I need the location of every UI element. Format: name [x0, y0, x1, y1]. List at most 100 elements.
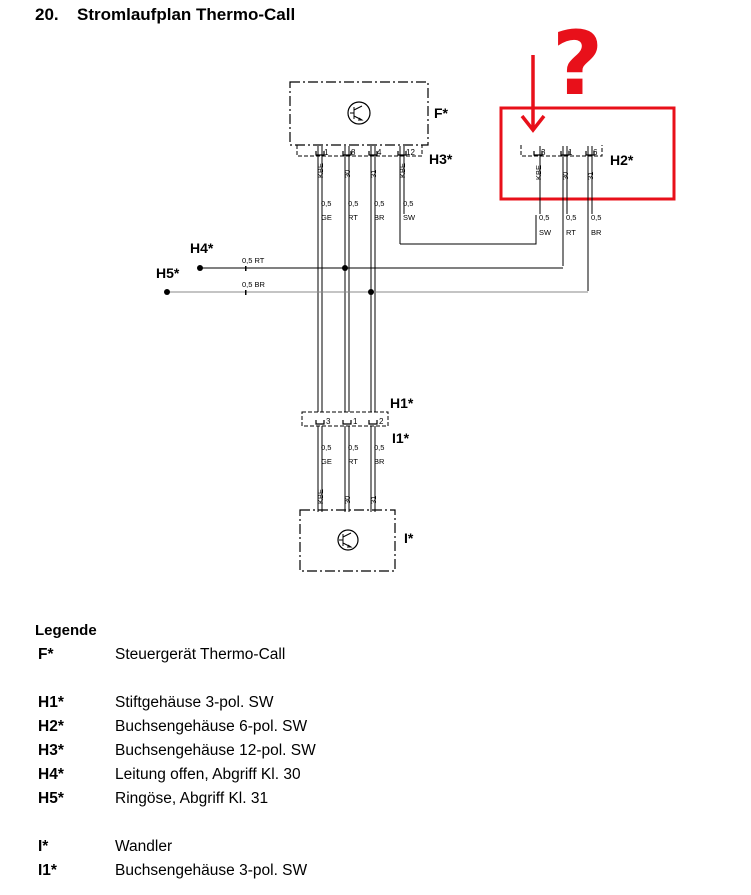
- legend-code: H2*: [38, 718, 64, 735]
- connector-h2-wire-label: 30: [561, 172, 570, 180]
- legend-row: H5*Ringöse, Abgriff Kl. 31: [35, 790, 735, 814]
- connector-h2-cross-section: 0,5: [566, 213, 576, 222]
- connector-h1-cross-section: 0,5: [374, 443, 384, 452]
- connector-h3-wire-label: 31: [369, 170, 378, 178]
- connector-h2-wire-color: SW: [539, 228, 552, 237]
- connector-h1-cross-section: 0,5: [321, 443, 331, 452]
- connector-h3-wire-color: SW: [403, 213, 416, 222]
- legend-description: Buchsengehäuse 12-pol. SW: [115, 742, 316, 759]
- connector-h3-cross-section: 0,5: [348, 199, 358, 208]
- converter-i-wire-label: 31: [369, 496, 378, 504]
- connector-h2-pin: [533, 151, 543, 156]
- connector-h3-wire-label: KBE: [398, 163, 407, 178]
- connector-h1-pin-number: 1: [353, 417, 358, 426]
- connector-h3-wire-color: BR: [374, 213, 385, 222]
- cable-splices: [245, 266, 247, 295]
- label-h5: H5*: [156, 265, 180, 281]
- legend-code: H3*: [38, 742, 64, 759]
- converter-i-wire-label: KBE: [316, 489, 325, 504]
- legend-code: H4*: [38, 766, 64, 783]
- connector-h1-pin-number: 3: [326, 417, 331, 426]
- label-i: I*: [404, 530, 414, 546]
- connector-h3-pin-number: 8: [351, 148, 356, 157]
- connector-h2-pin-number: 6: [593, 148, 598, 157]
- connector-h1-pin: [368, 420, 378, 425]
- converter-transistor-icon: [337, 529, 359, 551]
- legend-description: Stiftgehäuse 3-pol. SW: [115, 694, 274, 711]
- connector-h3-cross-section: 0,5: [403, 199, 413, 208]
- connector-h2-wire-color: RT: [566, 228, 576, 237]
- connector-h1-cross-section: 0,5: [348, 443, 358, 452]
- connector-h3-pin-number: 4: [377, 148, 382, 157]
- legend-description: Leitung offen, Abgriff Kl. 30: [115, 766, 301, 783]
- line-h4-spec: 0,5 RT: [242, 256, 265, 265]
- connector-h2-pin: [560, 151, 570, 156]
- line-h5-spec: 0,5 BR: [242, 280, 266, 289]
- legend-spacer: [35, 814, 735, 838]
- legend-description: Wandler: [115, 838, 173, 855]
- connector-h1-outline: [301, 411, 389, 427]
- section-number: 20.: [35, 5, 59, 24]
- connector-h1-pin: [315, 420, 325, 425]
- connector-h1-wire-color: GE: [321, 457, 332, 466]
- page-title: 20. Stromlaufplan Thermo-Call: [35, 5, 295, 25]
- label-h2: H2*: [610, 152, 634, 168]
- legend-row: H4* Leitung offen, Abgriff Kl. 30: [35, 766, 735, 790]
- label-h3: H3*: [429, 151, 453, 167]
- converter-i-box: [299, 509, 396, 572]
- connector-h3-outline: [296, 145, 423, 157]
- legend-row: H1* Stiftgehäuse 3-pol. SW: [35, 694, 735, 718]
- connector-h2-wire-label: 31: [586, 172, 595, 180]
- connector-h2-outline: [520, 145, 603, 157]
- label-h1: H1*: [390, 395, 414, 411]
- connector-h3-cross-section: 0,5: [321, 199, 331, 208]
- legend-row: H3* Buchsengehäuse 12-pol. SW: [35, 742, 735, 766]
- label-i1: I1*: [392, 430, 410, 446]
- legend-description: Buchsengehäuse 6-pol. SW: [115, 718, 308, 735]
- legend-row: H2* Buchsengehäuse 6-pol. SW: [35, 718, 735, 742]
- legend-title: Legende: [35, 622, 97, 639]
- legend-description: Buchsengehäuse 3-pol. SW: [115, 862, 308, 879]
- connector-h1-pin: [342, 420, 352, 425]
- legend-code: H1*: [38, 694, 64, 711]
- connector-h2-pin: [585, 151, 595, 156]
- legend-code: I*: [38, 838, 49, 855]
- legend-spacer: [35, 670, 735, 694]
- label-h4: H4*: [190, 240, 214, 256]
- control-unit-f-box: [289, 81, 429, 146]
- wires-main: [167, 146, 593, 512]
- junction-dots: [164, 265, 374, 295]
- connector-h2-wire-color: BR: [591, 228, 602, 237]
- legend-code: I1*: [38, 862, 57, 879]
- legend-code: F*: [38, 646, 54, 663]
- label-f: F*: [434, 105, 449, 121]
- annotation-arrow-icon: [520, 55, 546, 133]
- legend-description: Ringöse, Abgriff Kl. 31: [115, 790, 269, 807]
- transistor-icon: [347, 101, 371, 125]
- legend-description: Steuergerät Thermo-Call: [115, 646, 286, 663]
- connector-h1-wire-color: BR: [374, 457, 385, 466]
- connector-h3-wire-color: RT: [348, 213, 358, 222]
- connector-h3-pin: [397, 151, 407, 156]
- converter-i-wire-label: 30: [343, 496, 352, 504]
- section-title: Stromlaufplan Thermo-Call: [77, 5, 296, 24]
- connector-h3-pin-number: 12: [406, 148, 415, 157]
- wiring-diagram: F* H3* H2* ?: [156, 12, 676, 572]
- connector-h2-cross-section: 0,5: [591, 213, 601, 222]
- connector-h3-wire-label: KBE: [316, 163, 325, 178]
- connector-h2-cross-section: 0,5: [539, 213, 549, 222]
- connector-h3-wire-color: GE: [321, 213, 332, 222]
- connector-h2-pin-number: 3: [541, 148, 546, 157]
- connector-h2-wire-label: KBE: [534, 165, 543, 180]
- legend-row: I* Wandler: [35, 838, 735, 862]
- connector-h3-pin: [315, 151, 325, 156]
- connector-h3-pin: [368, 151, 378, 156]
- legend-row: I1* Buchsengehäuse 3-pol. SW: [35, 862, 735, 886]
- connector-h2-pin-number: 1: [568, 148, 573, 157]
- connector-h3-pin: [342, 151, 352, 156]
- connector-h1-wire-color: RT: [348, 457, 358, 466]
- connector-h3-cross-section: 0,5: [374, 199, 384, 208]
